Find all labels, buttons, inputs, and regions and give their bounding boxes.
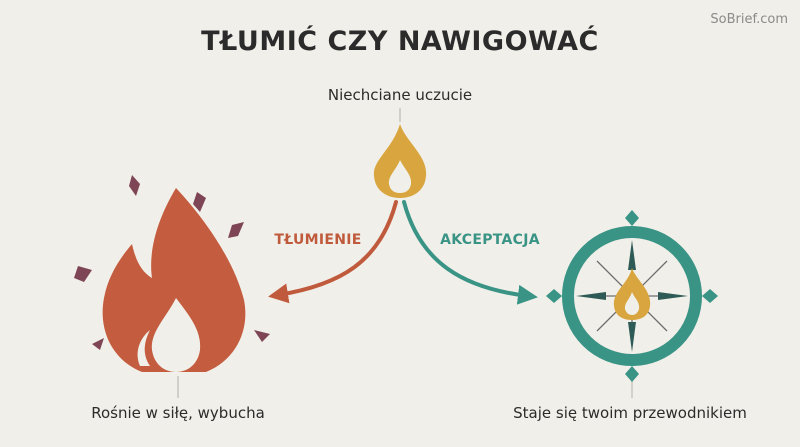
page-title: TŁUMIĆ CZY NAWIGOWAĆ — [201, 26, 599, 57]
top-node-label: Niechciane uczucie — [327, 86, 473, 104]
watermark: SoBrief.com — [710, 12, 788, 27]
spark-decorations — [74, 175, 270, 350]
big-fire-icon — [102, 188, 246, 372]
acceptance-arrow — [402, 200, 538, 305]
left-node-label: Rośnie w siłę, wybucha — [91, 404, 265, 422]
small-flame-icon — [373, 124, 427, 198]
suppression-arrow — [268, 200, 398, 304]
right-node-label: Staje się twoim przewodnikiem — [513, 404, 747, 422]
compass-flame-icon — [546, 210, 718, 382]
acceptance-label: AKCEPTACJA — [440, 232, 540, 248]
suppression-label: TŁUMIENIE — [274, 232, 362, 248]
